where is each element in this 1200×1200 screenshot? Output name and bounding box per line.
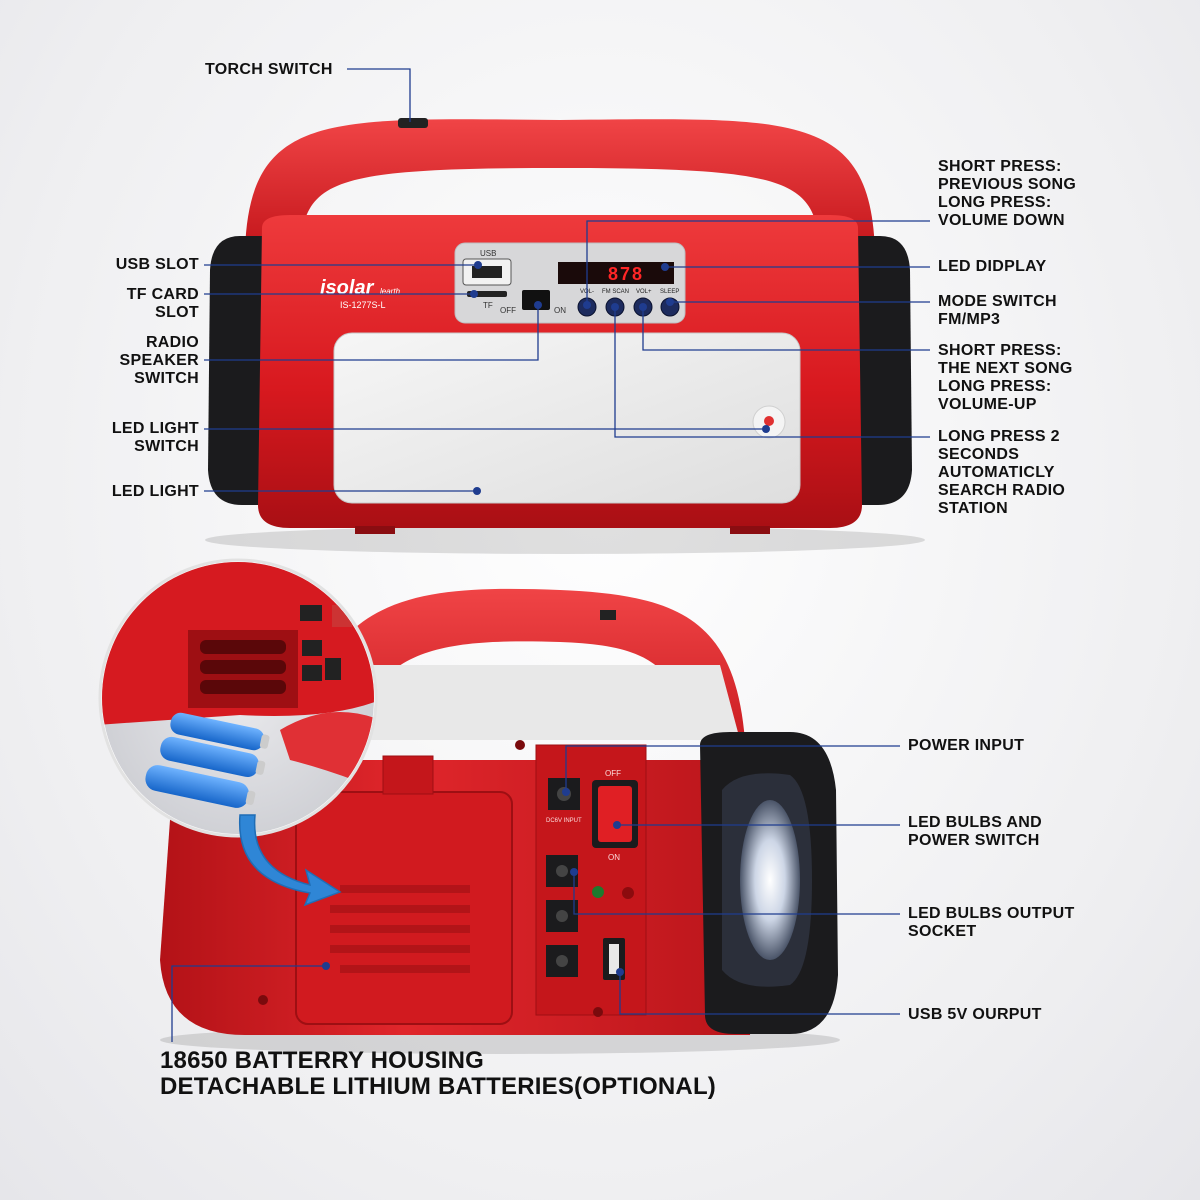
label-bulbs-output-line-2: SOCKET <box>908 923 977 940</box>
curved-arrow-icon <box>238 814 342 907</box>
tf-slot-label: TF <box>483 301 493 310</box>
model-number: IS-1277S-L <box>340 300 386 310</box>
button-label-fm-scan: FM SCAN <box>602 289 629 295</box>
label-led-bulbs-power-switch: LED BULBS AND POWER SWITCH <box>908 814 1042 850</box>
switch-on-label: ON <box>554 306 566 315</box>
switch-off-label: OFF <box>500 306 516 315</box>
brand-logo: isolar <box>320 277 375 299</box>
battery-cell-1 <box>170 712 265 751</box>
label-power-input: POWER INPUT <box>908 737 1025 754</box>
label-mode-switch: MODE SWITCH FM/MP3 <box>938 293 1057 329</box>
label-torch-switch: TORCH SWITCH <box>205 61 333 78</box>
leader-dots <box>322 261 770 976</box>
label-usb-output: USB 5V OURPUT <box>908 1006 1042 1023</box>
label-mode-line-2: FM/MP3 <box>938 311 1001 328</box>
label-bulbs-power-line-1: LED BULBS AND <box>908 814 1042 831</box>
label-search-line-3: AUTOMATICLY <box>938 464 1055 481</box>
label-radio-line-2: SPEAKER <box>119 352 199 369</box>
button-label-vol-up: VOL+ <box>636 289 652 295</box>
label-bulbs-output-line-1: LED BULBS OUTPUT <box>908 905 1075 922</box>
label-led-light-switch: LED LIGHT SWITCH <box>112 420 199 456</box>
charge-indicator-red <box>622 887 634 899</box>
back-handle <box>300 588 745 770</box>
label-search-line-1: LONG PRESS 2 <box>938 428 1060 445</box>
rocker-on-label: ON <box>608 853 620 862</box>
label-led-bulbs-output: LED BULBS OUTPUT SOCKET <box>908 905 1075 941</box>
label-prev-line-2: PREVIOUS SONG <box>938 176 1077 193</box>
battery-zoom-inset <box>98 558 378 838</box>
label-led-switch-line-2: SWITCH <box>134 438 199 455</box>
right-end-cap <box>858 236 912 505</box>
torch-lens <box>740 800 800 960</box>
usb-port[interactable] <box>472 266 502 278</box>
label-next-song: SHORT PRESS: THE NEXT SONG LONG PRESS: V… <box>938 342 1073 414</box>
battery-cell-2 <box>160 736 259 778</box>
label-previous-song: SHORT PRESS: PREVIOUS SONG LONG PRESS: V… <box>938 158 1076 230</box>
left-end-cap <box>208 236 262 505</box>
label-next-line-1: SHORT PRESS: <box>938 342 1062 359</box>
label-next-line-4: VOLUME-UP <box>938 396 1037 413</box>
leader-lines <box>171 68 930 1042</box>
label-tf-line-1: TF CARD <box>126 286 199 303</box>
power-rocker-switch[interactable] <box>598 786 632 842</box>
battery-cell-3 <box>145 765 250 808</box>
label-radio-line-3: SWITCH <box>134 370 199 387</box>
battery-caption-line-1: 18650 BATTERRY HOUSING <box>160 1047 485 1074</box>
button-label-sleep: SLEEP <box>660 289 679 295</box>
dc-input-label: DC6V INPUT <box>546 818 582 824</box>
front-device: USB TF OFF ON 878 VOL- FM SCAN VOL+ SLEE… <box>205 118 925 554</box>
display-value: 878 <box>608 264 644 284</box>
battery-caption-line-2: DETACHABLE LITHIUM BATTERIES(OPTIONAL) <box>160 1073 717 1100</box>
label-tf-card-slot: TF CARD SLOT <box>127 286 199 322</box>
label-bulbs-power-line-2: POWER SWITCH <box>908 832 1040 849</box>
usb-port-label: USB <box>480 249 496 258</box>
label-tf-line-2: SLOT <box>155 304 199 321</box>
charge-indicator-green <box>592 886 604 898</box>
label-search-line-2: SECONDS <box>938 446 1020 463</box>
radio-speaker-switch[interactable] <box>522 290 550 310</box>
rocker-off-label: OFF <box>605 769 621 778</box>
brand-sub: learth <box>380 287 401 296</box>
battery-caption: 18650 BATTERRY HOUSING DETACHABLE LITHIU… <box>160 1048 716 1100</box>
label-prev-line-1: SHORT PRESS: <box>938 158 1062 175</box>
label-led-light: LED LIGHT <box>111 483 199 500</box>
label-radio-line-1: RADIO <box>145 334 199 351</box>
bulb-icon <box>764 416 774 426</box>
label-mode-line-1: MODE SWITCH <box>938 293 1057 310</box>
label-search-line-5: STATION <box>938 500 1008 517</box>
carry-handle <box>245 119 875 250</box>
label-prev-line-3: LONG PRESS: <box>938 194 1052 211</box>
label-usb-slot: USB SLOT <box>115 256 199 273</box>
label-next-line-2: THE NEXT SONG <box>938 360 1073 377</box>
label-prev-line-4: VOLUME DOWN <box>938 212 1065 229</box>
label-search-radio: LONG PRESS 2 SECONDS AUTOMATICLY SEARCH … <box>938 428 1065 518</box>
label-led-display: LED DIDPLAY <box>938 258 1047 275</box>
led-light-panel <box>333 332 801 504</box>
torch-switch[interactable] <box>398 118 428 128</box>
label-radio-speaker-switch: RADIO SPEAKER SWITCH <box>120 334 199 388</box>
back-torch-switch[interactable] <box>600 610 616 620</box>
label-led-switch-line-1: LED LIGHT <box>111 420 199 437</box>
label-search-line-4: SEARCH RADIO <box>938 482 1066 499</box>
label-next-line-3: LONG PRESS: <box>938 378 1052 395</box>
